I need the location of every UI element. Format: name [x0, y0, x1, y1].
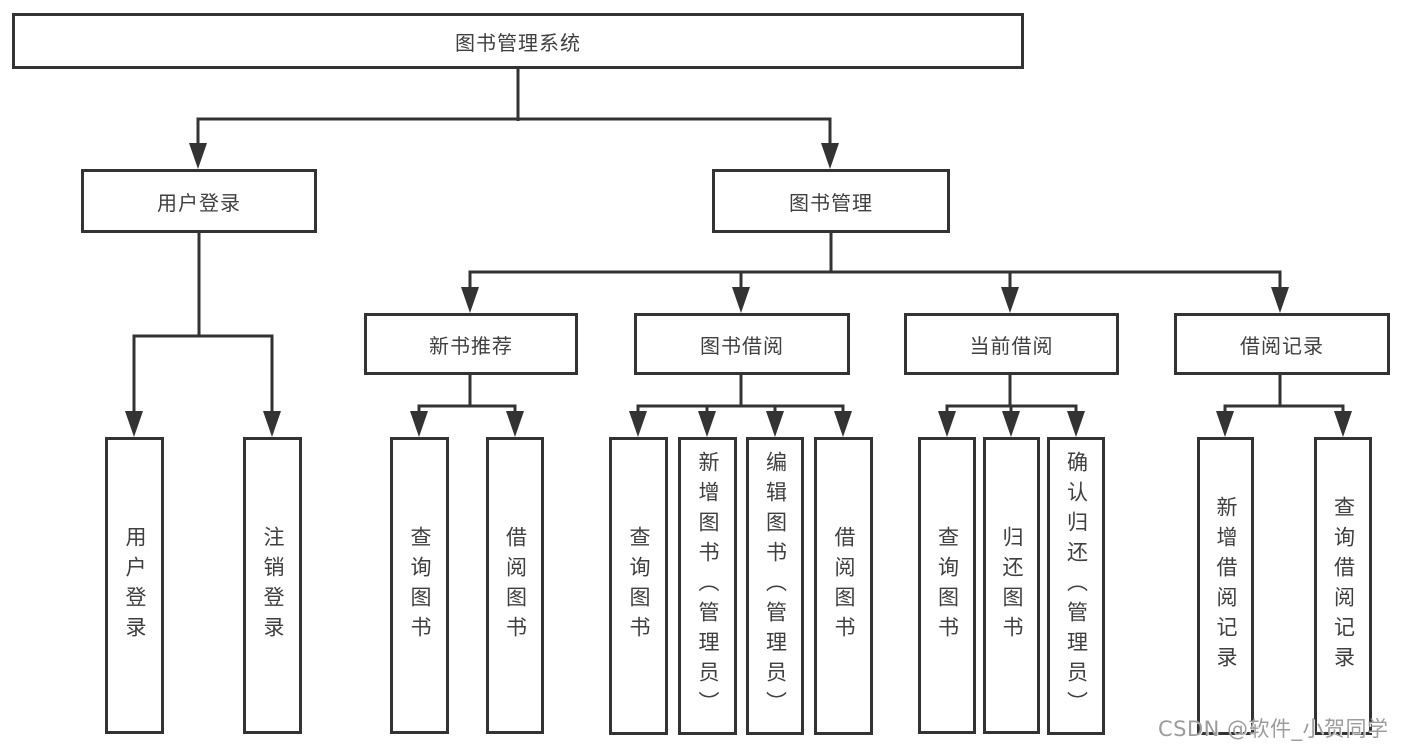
leaf-confirm-return-admin: 确认归还（管理员）	[1047, 437, 1105, 735]
node-root-library-system: 图书管理系统	[12, 13, 1024, 69]
leaf-query-books-recommend: 查询图书	[390, 437, 449, 734]
connector-lines	[132, 69, 1345, 414]
node-borrow-records: 借阅记录	[1174, 313, 1390, 375]
node-book-borrowing: 图书借阅	[634, 313, 850, 375]
node-current-borrowing: 当前借阅	[904, 313, 1119, 375]
leaf-user-login: 用户登录	[105, 437, 164, 734]
leaf-edit-book-admin: 编辑图书（管理员）	[746, 437, 804, 735]
leaf-borrow-books: 借阅图书	[814, 437, 873, 735]
leaf-add-book-admin: 新增图书（管理员）	[678, 437, 737, 735]
node-new-book-recommend: 新书推荐	[364, 313, 578, 375]
node-book-management: 图书管理	[712, 169, 950, 233]
leaf-add-borrow-record: 新增借阅记录	[1197, 437, 1254, 735]
leaf-return-books: 归还图书	[983, 437, 1040, 734]
watermark: CSDN @软件_小贺同学	[1158, 717, 1389, 741]
leaf-query-books-current: 查询图书	[918, 437, 976, 734]
leaf-logout: 注销登录	[243, 437, 302, 734]
node-user-login: 用户登录	[81, 169, 317, 233]
leaf-borrow-books-recommend: 借阅图书	[486, 437, 544, 734]
leaf-query-books-borrowing: 查询图书	[609, 437, 668, 735]
leaf-query-borrow-record: 查询借阅记录	[1314, 437, 1372, 735]
